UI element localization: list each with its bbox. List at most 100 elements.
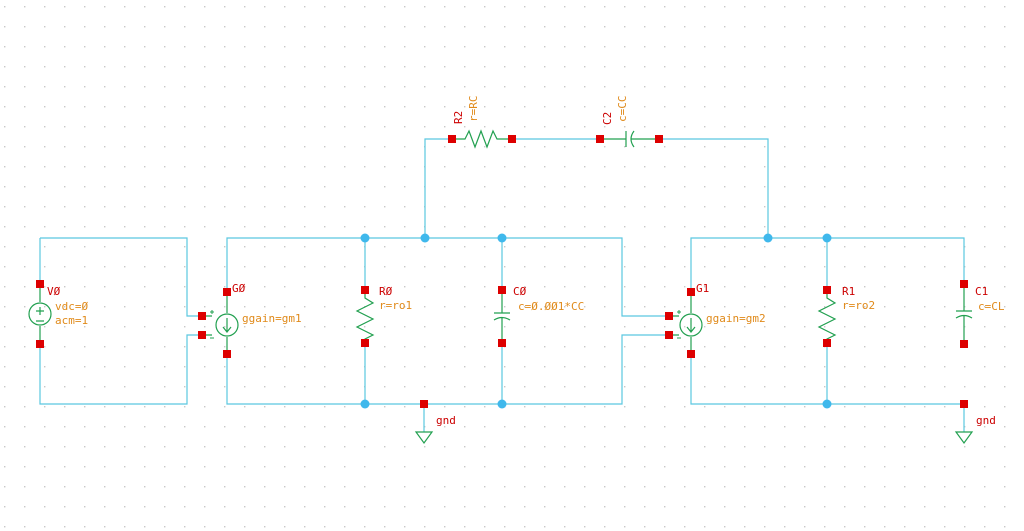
grid-dot bbox=[384, 6, 386, 8]
grid-dot bbox=[284, 306, 286, 308]
grid-dot bbox=[924, 86, 926, 88]
grid-dot bbox=[624, 66, 626, 68]
resistor-icon[interactable] bbox=[452, 129, 512, 149]
grid-dot bbox=[424, 286, 426, 288]
grid-dot bbox=[344, 126, 346, 128]
grid-dot bbox=[284, 146, 286, 148]
pin-terminal[interactable] bbox=[361, 339, 369, 347]
grid-dot bbox=[884, 306, 886, 308]
pin-terminal[interactable] bbox=[823, 339, 831, 347]
grid-dot bbox=[204, 226, 206, 228]
grid-dot bbox=[964, 26, 966, 28]
pin-terminal[interactable] bbox=[223, 350, 231, 358]
ground-icon[interactable] bbox=[954, 431, 974, 445]
wire[interactable] bbox=[659, 138, 769, 238]
grid-dot bbox=[904, 206, 906, 208]
grid-dot bbox=[624, 506, 626, 508]
grid-dot bbox=[884, 266, 886, 268]
grid-dot bbox=[404, 506, 406, 508]
pin-terminal[interactable] bbox=[361, 286, 369, 294]
grid-dot bbox=[1004, 146, 1006, 148]
pin-terminal[interactable] bbox=[960, 400, 968, 408]
wire[interactable] bbox=[40, 237, 202, 317]
grid-dot bbox=[404, 146, 406, 148]
grid-dot bbox=[384, 266, 386, 268]
resistor-icon[interactable] bbox=[355, 290, 375, 343]
r1-param-r: r=ro2 bbox=[842, 299, 875, 312]
grid-dot bbox=[984, 6, 986, 8]
grid-dot bbox=[604, 66, 606, 68]
grid-dot bbox=[224, 226, 226, 228]
capacitor-icon[interactable] bbox=[600, 130, 659, 148]
grid-dot bbox=[104, 326, 106, 328]
grid-dot bbox=[304, 486, 306, 488]
pin-terminal[interactable] bbox=[198, 312, 206, 320]
grid-dot bbox=[444, 406, 446, 408]
pin-terminal[interactable] bbox=[498, 286, 506, 294]
grid-dot bbox=[464, 306, 466, 308]
pin-terminal[interactable] bbox=[420, 400, 428, 408]
grid-dot bbox=[404, 46, 406, 48]
pin-terminal[interactable] bbox=[448, 135, 456, 143]
grid-dot bbox=[264, 146, 266, 148]
pin-terminal[interactable] bbox=[687, 350, 695, 358]
grid-dot bbox=[84, 206, 86, 208]
pin-terminal[interactable] bbox=[665, 312, 673, 320]
pin-terminal[interactable] bbox=[498, 339, 506, 347]
grid-dot bbox=[64, 526, 66, 528]
grid-dot bbox=[504, 106, 506, 108]
grid-dot bbox=[684, 86, 686, 88]
grid-dot bbox=[424, 126, 426, 128]
grid-dot bbox=[324, 286, 326, 288]
grid-dot bbox=[44, 226, 46, 228]
pin-terminal[interactable] bbox=[36, 280, 44, 288]
grid-dot bbox=[184, 146, 186, 148]
grid-dot bbox=[204, 366, 206, 368]
wire[interactable] bbox=[226, 334, 669, 405]
capacitor-icon[interactable] bbox=[955, 284, 973, 344]
pin-terminal[interactable] bbox=[223, 288, 231, 296]
pin-terminal[interactable] bbox=[960, 280, 968, 288]
grid-dot bbox=[224, 346, 226, 348]
grid-dot bbox=[964, 226, 966, 228]
pin-terminal[interactable] bbox=[508, 135, 516, 143]
pin-terminal[interactable] bbox=[665, 331, 673, 339]
pin-terminal[interactable] bbox=[687, 288, 695, 296]
c1-name: C1 bbox=[975, 285, 988, 298]
ground-icon[interactable] bbox=[414, 431, 434, 445]
grid-dot bbox=[824, 446, 826, 448]
grid-dot bbox=[824, 26, 826, 28]
grid-dot bbox=[764, 466, 766, 468]
grid-dot bbox=[484, 106, 486, 108]
pin-terminal[interactable] bbox=[596, 135, 604, 143]
grid-dot bbox=[204, 146, 206, 148]
grid-dot bbox=[524, 366, 526, 368]
grid-dot bbox=[184, 6, 186, 8]
grid-dot bbox=[804, 166, 806, 168]
grid-dot bbox=[284, 406, 286, 408]
capacitor-icon[interactable] bbox=[493, 290, 511, 343]
grid-dot bbox=[484, 526, 486, 528]
wire[interactable] bbox=[39, 334, 202, 405]
grid-dot bbox=[864, 226, 866, 228]
grid-dot bbox=[64, 26, 66, 28]
grid-dot bbox=[284, 166, 286, 168]
wire[interactable] bbox=[226, 237, 669, 317]
pin-terminal[interactable] bbox=[823, 286, 831, 294]
vccs-icon[interactable] bbox=[202, 292, 239, 354]
grid-dot bbox=[564, 86, 566, 88]
pin-terminal[interactable] bbox=[655, 135, 663, 143]
grid-dot bbox=[724, 426, 726, 428]
grid-dot bbox=[144, 106, 146, 108]
vccs-icon[interactable] bbox=[669, 292, 703, 354]
grid-dot bbox=[4, 506, 6, 508]
pin-terminal[interactable] bbox=[198, 331, 206, 339]
wire[interactable] bbox=[424, 138, 452, 238]
resistor-icon[interactable] bbox=[817, 290, 837, 343]
grid-dot bbox=[744, 146, 746, 148]
pin-terminal[interactable] bbox=[960, 340, 968, 348]
pin-terminal[interactable] bbox=[36, 340, 44, 348]
grid-dot bbox=[44, 366, 46, 368]
grid-dot bbox=[364, 186, 366, 188]
